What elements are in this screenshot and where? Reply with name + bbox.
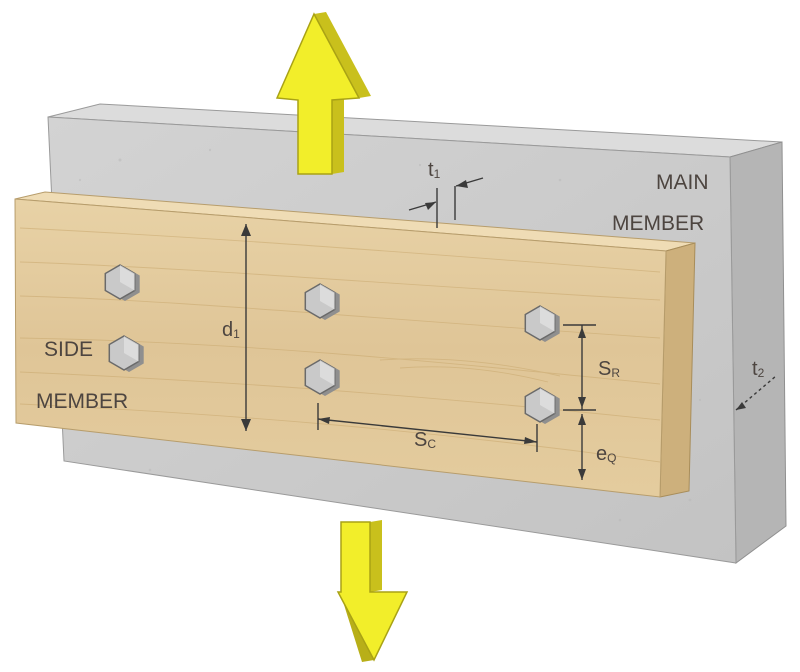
dimension-t1-label: t1 [428,159,441,181]
down-arrow-icon [336,520,409,662]
side-member-label-line2: MEMBER [36,390,128,413]
side-member [14,191,696,498]
hex-bolt-icon [108,335,144,372]
dimension-eq-label: eQ [596,443,616,465]
hex-bolt-icon [104,264,140,301]
dimension-d1-label: d1 [222,319,240,341]
dimension-sr-label: SR [598,358,620,380]
labels: MAIN MEMBER SIDE MEMBER t1 t2 d1 SR SC e… [36,159,765,465]
dimension-t2-label: t2 [752,358,765,380]
hex-bolt-icon [524,305,560,342]
main-member-side-face [729,141,787,564]
side-member-front-face [14,198,667,498]
dimension-sc-label: SC [414,429,436,451]
bolts [104,264,560,424]
hex-bolt-icon [304,359,340,396]
dimension-lines [241,177,777,480]
side-member-label-line1: SIDE [44,338,93,361]
up-arrow-icon [275,12,371,175]
main-member-label-line1: MAIN [656,171,709,194]
main-member-label-line2: MEMBER [612,212,704,235]
hex-bolt-icon [524,387,560,424]
hex-bolt-icon [304,283,340,320]
